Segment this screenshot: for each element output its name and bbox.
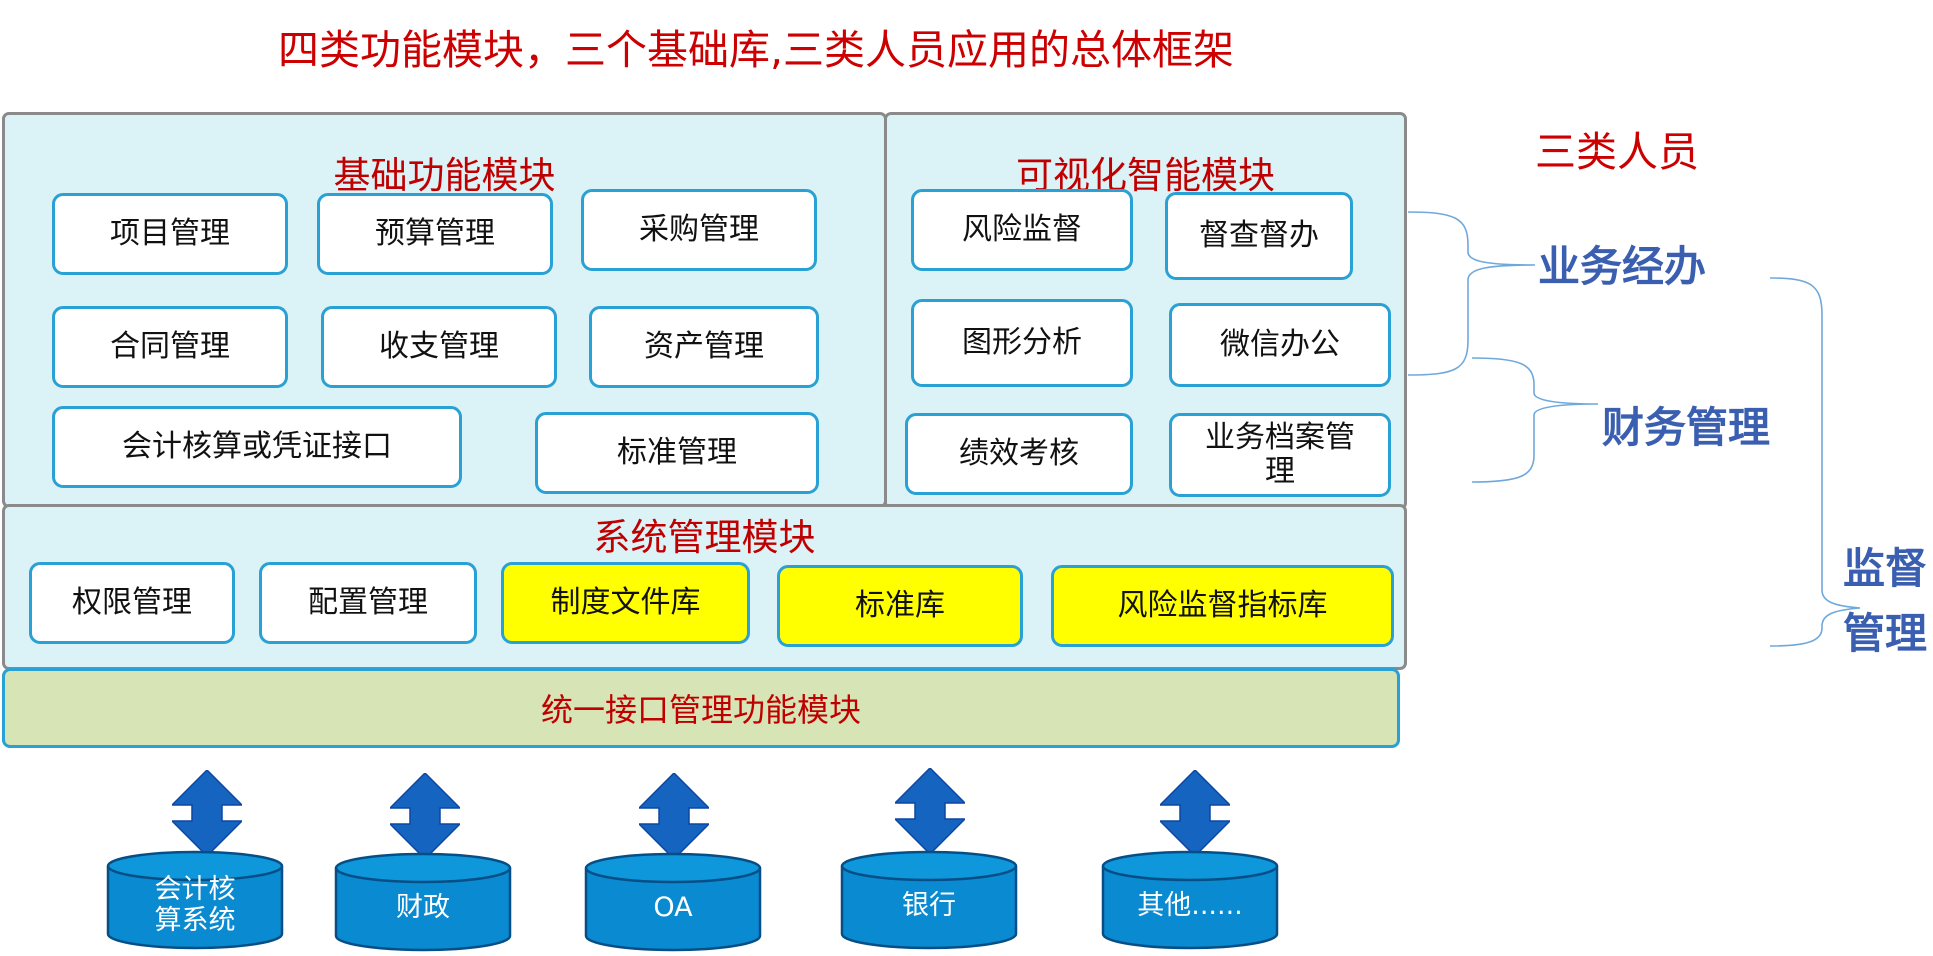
module-item-inspection[interactable]: 督查督办	[1165, 192, 1353, 280]
database-icon	[840, 850, 1018, 950]
role-finance-management: 财务管理	[1602, 403, 1771, 452]
database-label: 财政	[396, 892, 450, 923]
page-title: 四类功能模块，三个基础库,三类人员应用的总体框架	[277, 26, 1235, 74]
module-item-graph-analysis[interactable]: 图形分析	[911, 299, 1133, 387]
double-arrow-icon	[172, 770, 242, 856]
database-finance: 财政	[334, 852, 512, 952]
database-icon	[334, 852, 512, 952]
double-arrow-icon	[1160, 770, 1230, 856]
database-label: 会计核算系统	[154, 874, 236, 937]
database-icon	[584, 852, 762, 952]
interface-module-bar: 统一接口管理功能模块	[2, 668, 1400, 748]
module-item-income-expense[interactable]: 收支管理	[321, 306, 557, 388]
system-item-permissions[interactable]: 权限管理	[29, 562, 235, 644]
double-arrow-icon	[390, 773, 460, 859]
system-item-risk-indicator-library[interactable]: 风险监督指标库	[1051, 565, 1394, 647]
module-item-contract[interactable]: 合同管理	[52, 306, 288, 388]
role-business-handling: 业务经办	[1538, 242, 1707, 291]
module-item-budget[interactable]: 预算管理	[317, 193, 553, 275]
database-other: 其他......	[1101, 850, 1279, 950]
double-arrow-icon	[639, 773, 709, 859]
module-item-assets[interactable]: 资产管理	[589, 306, 819, 388]
module-item-risk-supervision[interactable]: 风险监督	[911, 189, 1133, 271]
role-supervision-management: 监督管理	[1842, 544, 1927, 659]
database-label: 其他......	[1137, 890, 1243, 921]
database-bank: 银行	[840, 850, 1018, 950]
basic-module-panel: 基础功能模块 项目管理 预算管理 采购管理 合同管理 收支管理 资产管理 会计核…	[2, 112, 887, 508]
module-item-project[interactable]: 项目管理	[52, 193, 288, 275]
module-item-performance[interactable]: 绩效考核	[905, 413, 1133, 495]
module-item-accounting-interface[interactable]: 会计核算或凭证接口	[52, 406, 462, 488]
module-item-standards[interactable]: 标准管理	[535, 412, 819, 494]
system-module-panel: 系统管理模块 权限管理 配置管理 制度文件库 标准库 风险监督指标库	[2, 504, 1407, 670]
database-icon	[1101, 850, 1279, 950]
database-accounting-system: 会计核算系统	[106, 850, 284, 950]
module-item-procurement[interactable]: 采购管理	[581, 189, 817, 271]
double-arrow-icon	[895, 768, 965, 854]
system-module-title: 系统管理模块	[593, 516, 816, 559]
database-label: 银行	[902, 890, 956, 921]
system-item-policy-library[interactable]: 制度文件库	[501, 562, 750, 644]
module-item-wechat-office[interactable]: 微信办公	[1169, 303, 1391, 387]
database-icon	[106, 850, 284, 950]
system-item-configuration[interactable]: 配置管理	[259, 562, 477, 644]
database-label: OA	[653, 892, 693, 923]
persons-title: 三类人员	[1535, 128, 1699, 176]
system-item-standard-library[interactable]: 标准库	[777, 565, 1023, 647]
basic-module-title: 基础功能模块	[333, 154, 556, 197]
visual-module-panel: 可视化智能模块 风险监督 督查督办 图形分析 微信办公 绩效考核 业务档案管理	[884, 112, 1407, 510]
module-item-business-archive[interactable]: 业务档案管理	[1169, 413, 1391, 497]
database-oa: OA	[584, 852, 762, 952]
